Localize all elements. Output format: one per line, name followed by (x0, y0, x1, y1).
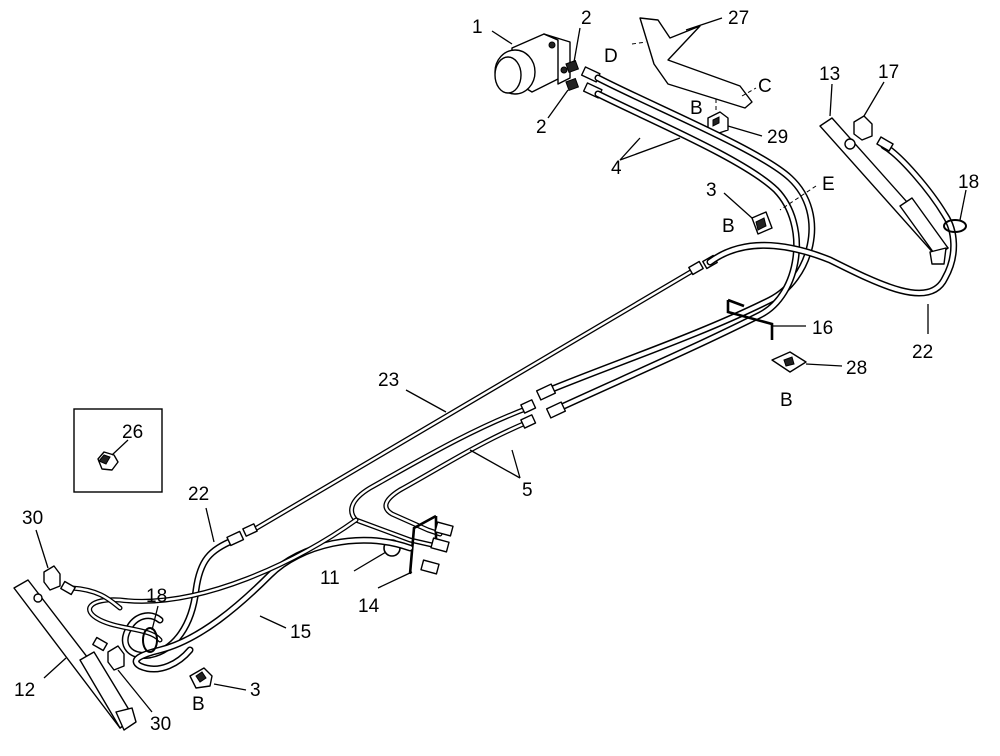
callout-labels: 1 2 2 27 29 4 13 17 18 3 16 22 28 23 26 … (14, 8, 979, 735)
hose-22-right (706, 142, 958, 334)
callout-4: 4 (611, 158, 622, 179)
callout-28: 28 (846, 358, 867, 379)
callout-22-left: 22 (188, 484, 209, 505)
ref-e: E (822, 174, 835, 195)
callout-2-lower: 2 (536, 117, 547, 138)
hose-15 (132, 536, 414, 673)
elbow-fitting-30-upper (35, 529, 76, 596)
ref-b-3-lower: B (192, 694, 205, 715)
cylinder-12 (13, 579, 137, 731)
reference-letters: D C B E B B B (192, 46, 835, 715)
callout-5: 5 (522, 480, 533, 501)
ref-d: D (604, 46, 618, 67)
reference-line-e (779, 185, 817, 211)
ref-b-3-upper: B (722, 216, 735, 237)
bracket-27 (631, 17, 757, 109)
tube-pair-5 (349, 399, 537, 548)
callout-22-right: 22 (912, 342, 933, 363)
callout-3-upper: 3 (706, 180, 717, 201)
clamp-3-lower (189, 667, 247, 691)
callout-16: 16 (812, 318, 833, 339)
bracket-14 (377, 514, 454, 589)
clip-29 (707, 98, 763, 137)
callout-27: 27 (728, 8, 749, 29)
elbow-fitting-17 (853, 81, 894, 152)
tube-23 (247, 254, 718, 535)
callout-13: 13 (819, 64, 840, 85)
callout-3-lower: 3 (250, 680, 261, 701)
callout-2-upper: 2 (581, 8, 592, 29)
callout-26: 26 (122, 422, 143, 443)
clamp-3-upper (723, 192, 773, 235)
fitting-2-upper (573, 27, 601, 83)
callout-29: 29 (767, 127, 788, 148)
left-cylinder-tubes (69, 517, 359, 643)
ref-b-29: B (690, 98, 703, 119)
loop-clamp-18-left (142, 605, 159, 653)
ref-b-28: B (780, 390, 793, 411)
callout-30-upper: 30 (22, 508, 43, 529)
callout-30-lower: 30 (150, 714, 171, 735)
elbow-fitting-30-lower (92, 636, 153, 713)
callout-14: 14 (358, 596, 380, 617)
callout-17: 17 (878, 62, 899, 83)
callout-23: 23 (378, 370, 399, 391)
clamp-28 (771, 351, 843, 373)
cylinder-13 (819, 83, 949, 265)
callout-15: 15 (290, 622, 311, 643)
bracket-16 (726, 298, 806, 340)
loop-clamp-18-right (943, 189, 967, 233)
callout-1: 1 (472, 17, 483, 38)
hose-4-end-fittings (535, 383, 567, 419)
ref-c: C (758, 76, 772, 97)
motor-valve-assembly (491, 30, 580, 95)
callout-18-right: 18 (958, 172, 979, 193)
callout-11: 11 (320, 568, 340, 589)
detail-inset-26 (73, 408, 163, 493)
callout-12: 12 (14, 680, 35, 701)
callout-18-left: 18 (146, 586, 167, 607)
